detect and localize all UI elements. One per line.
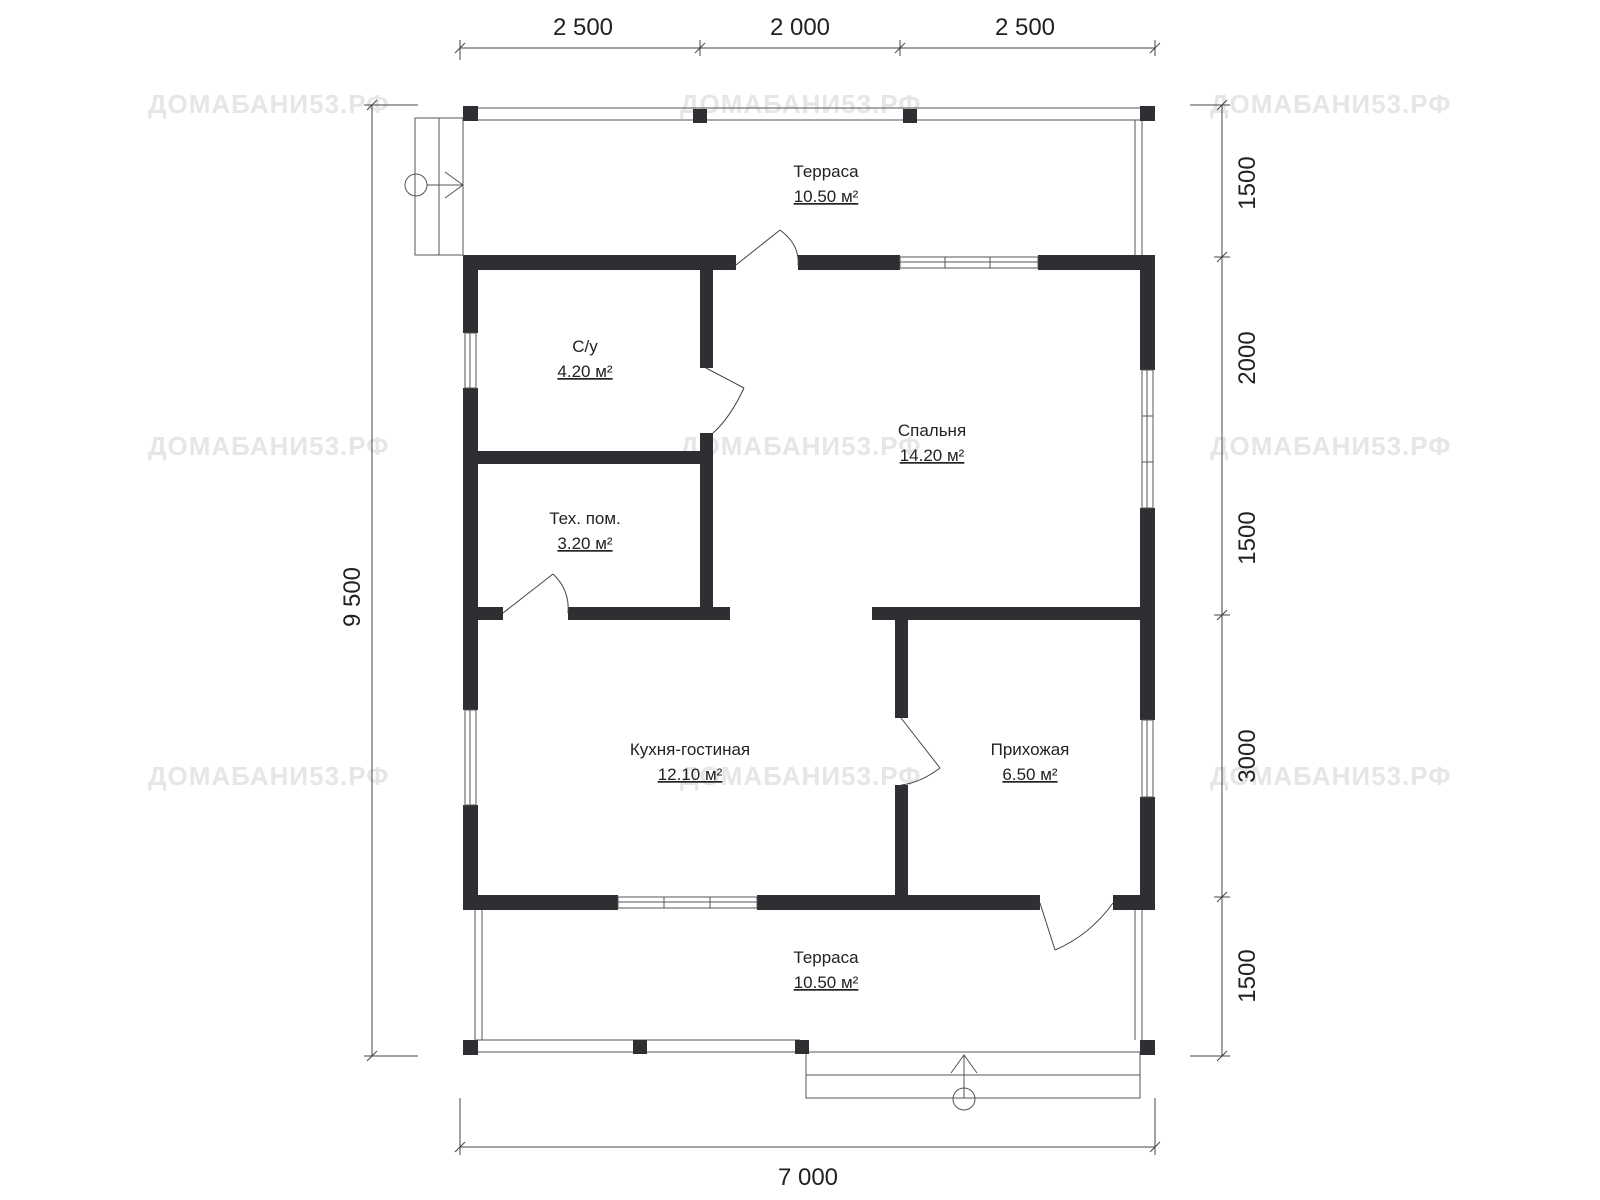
room-kitchen-area: 12.10 м² (658, 765, 723, 784)
dim-left: 9 500 (339, 567, 366, 627)
room-tech-name: Тех. пом. (549, 509, 621, 528)
watermark: ДОМАБАНИ53.РФ (680, 89, 921, 119)
watermark: ДОМАБАНИ53.РФ (148, 761, 389, 791)
windows (464, 256, 1154, 909)
room-bathroom-area: 4.20 м² (557, 362, 612, 381)
watermarks: ДОМАБАНИ53.РФ ДОМАБАНИ53.РФ ДОМАБАНИ53.Р… (148, 89, 1451, 791)
dim-top-1: 2 500 (553, 14, 613, 41)
dim-bottom: 7 000 (778, 1164, 838, 1191)
room-bedroom-area: 14.20 м² (900, 446, 965, 465)
dim-top-2: 2 000 (770, 14, 830, 41)
dim-right-1: 1500 (1234, 156, 1261, 209)
room-bathroom-name: С/у (572, 337, 598, 356)
room-terrace-bottom-area: 10.50 м² (794, 973, 859, 992)
dimension-right: 1500 2000 1500 3000 1500 (1190, 99, 1261, 1062)
room-bedroom-name: Спальня (898, 421, 966, 440)
doors (502, 229, 1114, 951)
room-terrace-top-name: Терраса (793, 162, 859, 181)
dim-top-3: 2 500 (995, 14, 1055, 41)
dim-right-4: 3000 (1234, 729, 1261, 782)
watermark: ДОМАБАНИ53.РФ (148, 89, 389, 119)
room-kitchen-name: Кухня-гостиная (630, 740, 750, 759)
watermark: ДОМАБАНИ53.РФ (1210, 89, 1451, 119)
dim-right-3: 1500 (1234, 511, 1261, 564)
dim-right-2: 2000 (1234, 331, 1261, 384)
watermark: ДОМАБАНИ53.РФ (148, 431, 389, 461)
room-hallway-name: Прихожая (991, 740, 1070, 759)
dimension-top: 2 500 2 000 2 500 (454, 14, 1161, 60)
room-labels: Терраса 10.50 м² С/у 4.20 м² Спальня 14.… (549, 162, 1069, 992)
watermark: ДОМАБАНИ53.РФ (680, 431, 921, 461)
watermark: ДОМАБАНИ53.РФ (680, 761, 921, 791)
watermark: ДОМАБАНИ53.РФ (1210, 431, 1451, 461)
watermark: ДОМАБАНИ53.РФ (1210, 761, 1451, 791)
dimension-bottom: 7 000 (454, 1098, 1161, 1191)
terrace-posts (463, 106, 1155, 1055)
dim-right-5: 1500 (1234, 949, 1261, 1002)
room-hallway-area: 6.50 м² (1002, 765, 1057, 784)
room-terrace-top-area: 10.50 м² (794, 187, 859, 206)
dimension-left: 9 500 (339, 99, 418, 1062)
walls (463, 255, 1155, 910)
room-tech-area: 3.20 м² (557, 534, 612, 553)
room-terrace-bottom-name: Терраса (793, 948, 859, 967)
